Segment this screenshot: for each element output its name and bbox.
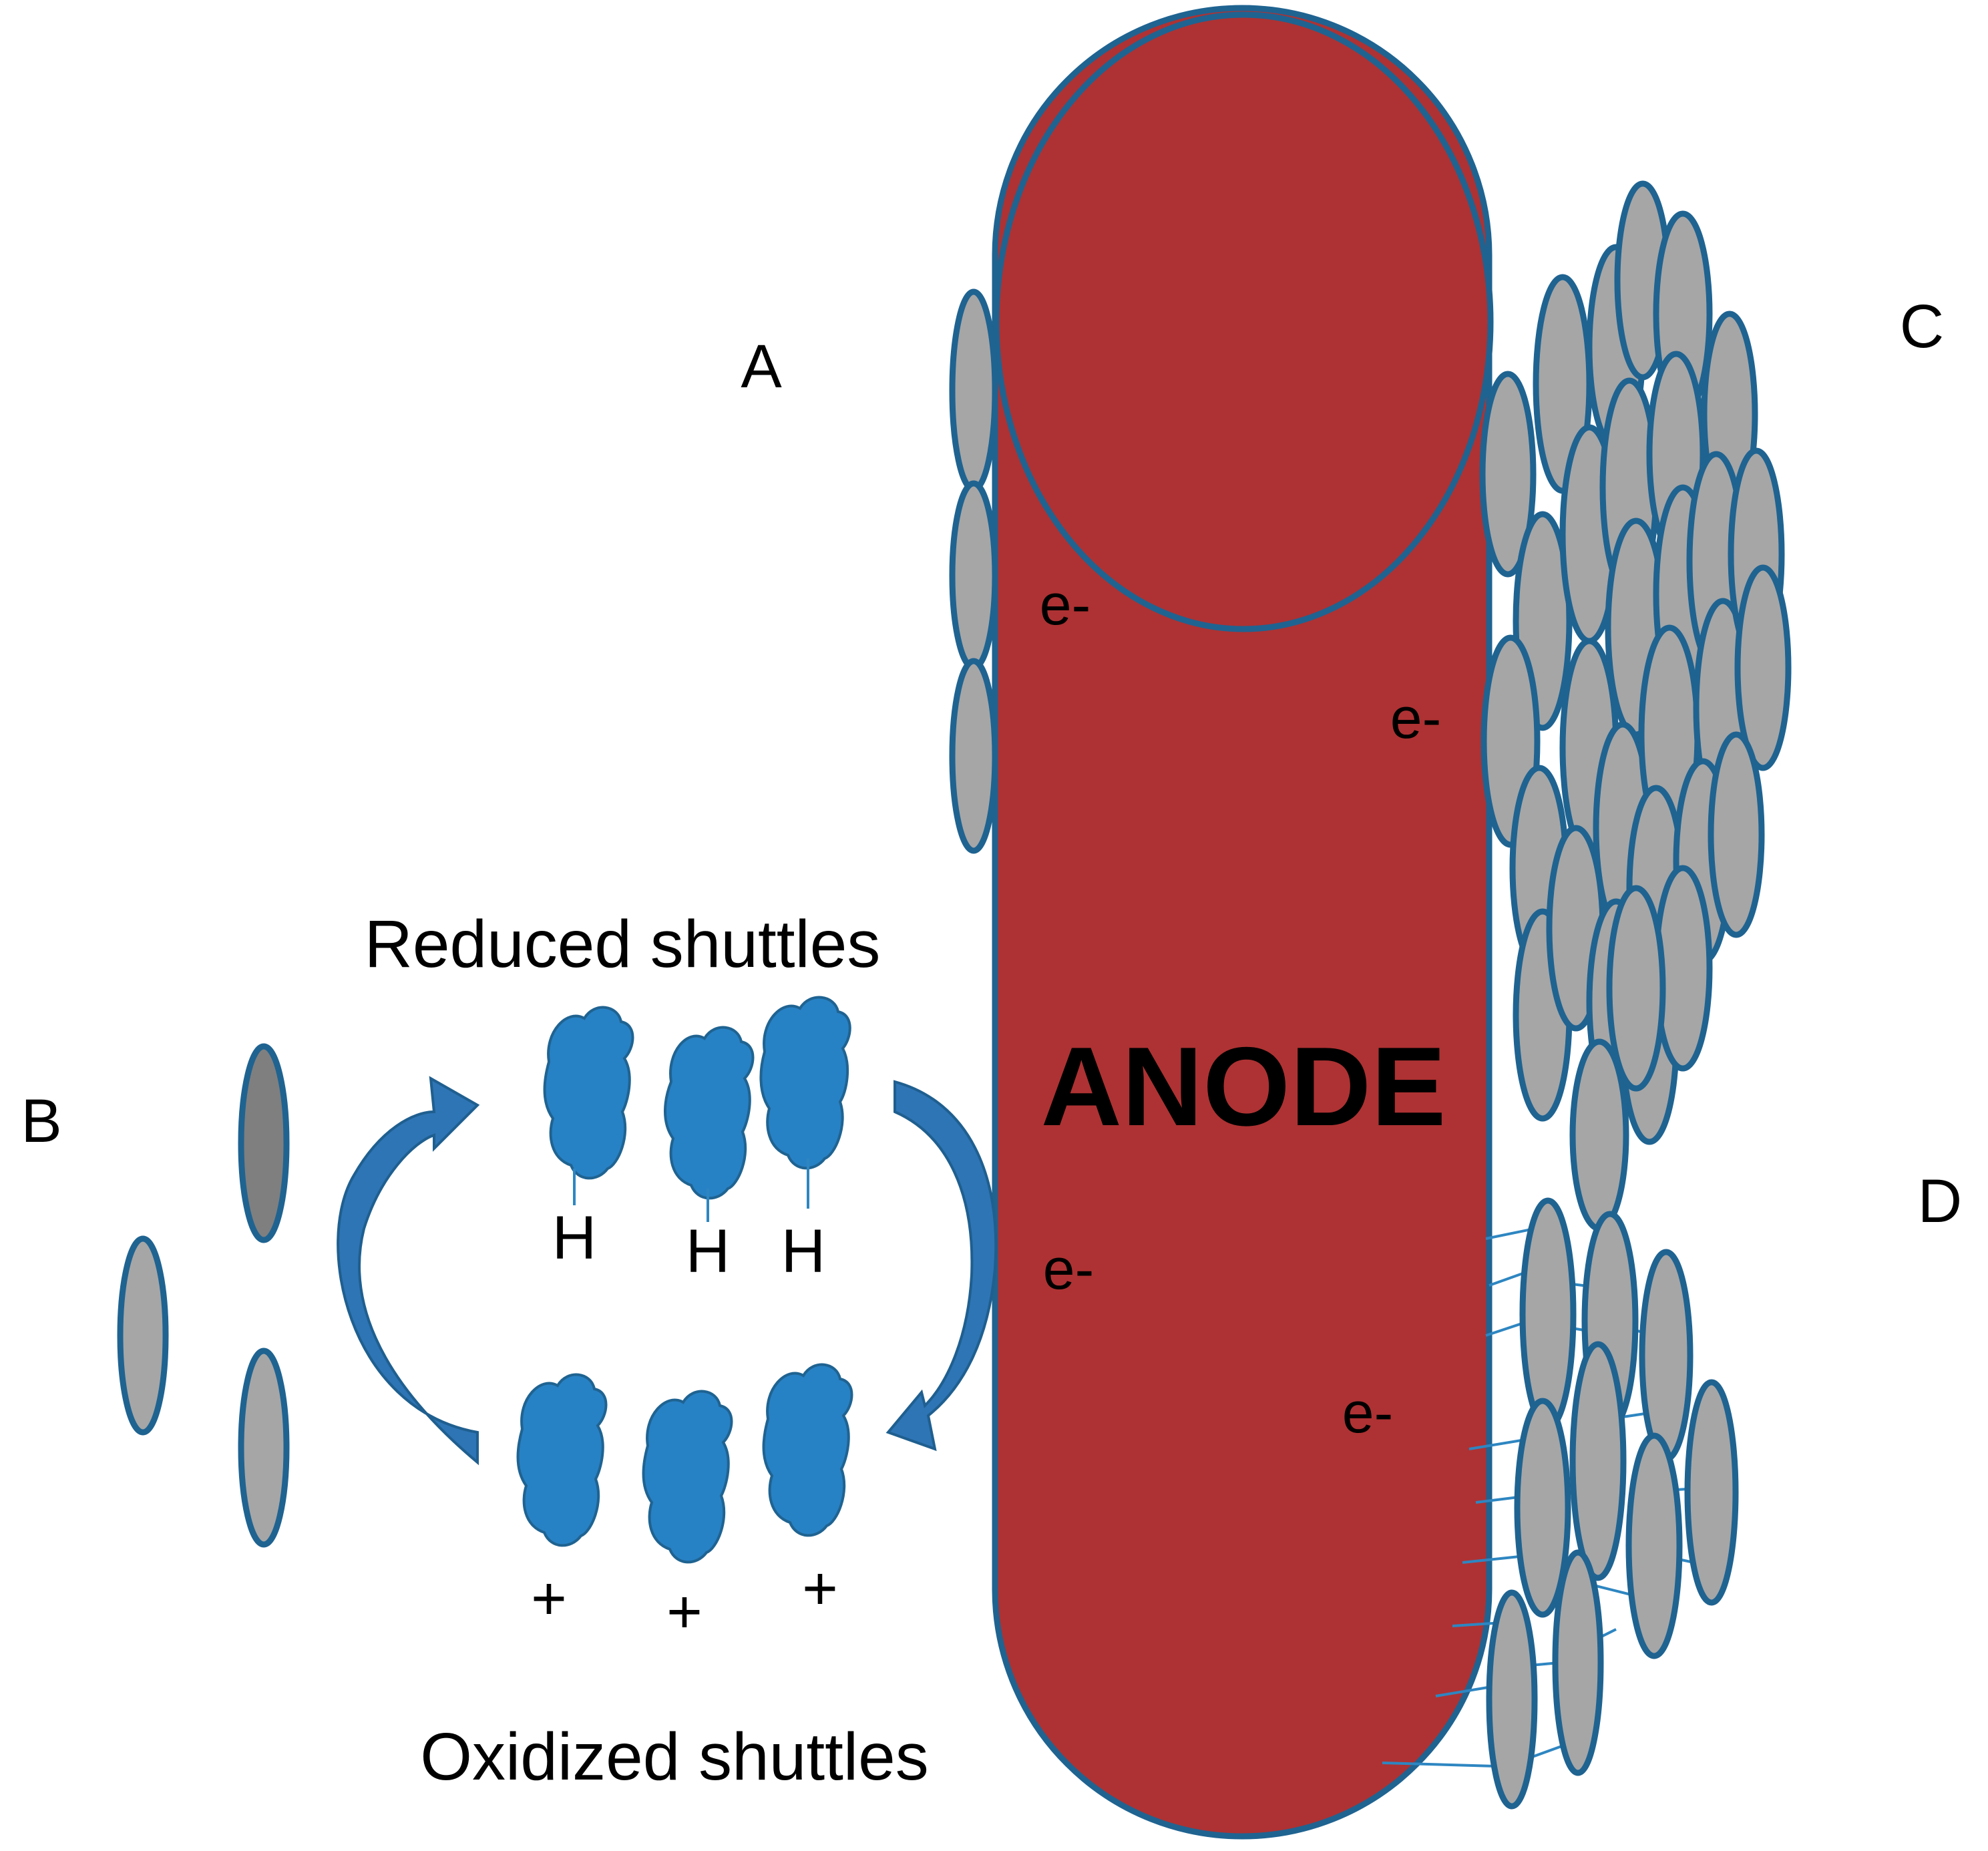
hydrogen-label: H — [686, 1217, 730, 1285]
shuttle-molecule-icon — [642, 1390, 733, 1564]
panel-label-c: C — [1900, 292, 1944, 361]
bacterium-cell — [1708, 731, 1765, 938]
electron-label: e- — [1342, 1381, 1393, 1445]
bacterium-cell — [1552, 1549, 1604, 1776]
bacterium-cell — [1486, 1589, 1538, 1810]
anode-label: ANODE — [1041, 1024, 1446, 1149]
hydrogen-label: H — [552, 1204, 596, 1272]
reduced-shuttles — [543, 996, 851, 1222]
oxidized-shuttles-caption: Oxidized shuttles — [420, 1719, 928, 1794]
bacterium-cell — [1734, 564, 1792, 771]
electron-label: e- — [1040, 573, 1090, 637]
plus-charge-label: + — [802, 1555, 838, 1623]
shuttle-molecule-icon — [516, 1373, 608, 1547]
anode-top-face — [993, 11, 1494, 632]
bacterium-cell — [1684, 1379, 1739, 1606]
electron-label: e- — [1390, 686, 1441, 751]
reduced-shuttles-caption: Reduced shuttles — [365, 907, 881, 982]
panel-label-d: D — [1918, 1167, 1962, 1235]
bacterium-cell — [1514, 1398, 1571, 1618]
bacterium-cell — [1479, 371, 1537, 578]
bacterium-cell — [1519, 1197, 1577, 1431]
bacterium-cell — [1569, 1341, 1627, 1581]
electron-label: e- — [1043, 1237, 1094, 1301]
panel-c-biofilm — [1479, 180, 1792, 1232]
plus-charge-label: + — [531, 1565, 567, 1633]
bacterium-cell — [1625, 1432, 1683, 1659]
shuttle-molecule-icon — [759, 996, 851, 1170]
shuttle-molecule-icon — [762, 1363, 853, 1537]
curved-arrow-down-icon — [885, 1080, 998, 1452]
bacterium-cell — [949, 288, 998, 493]
nanowire — [1435, 1685, 1497, 1697]
bacterium-cell — [1639, 1249, 1694, 1462]
bacterium-cell-dark — [238, 1043, 290, 1243]
panel-label-b: B — [21, 1087, 61, 1155]
nanowire — [1382, 1762, 1497, 1768]
oxidized-shuttles — [516, 1363, 853, 1564]
shuttle-cycle-arrows — [337, 1076, 998, 1466]
anode: ANODE — [992, 5, 1494, 1840]
panel-b-planktonic-cells — [117, 1043, 290, 1548]
bacterium-cell — [949, 658, 998, 854]
bacterium-cell — [238, 1348, 290, 1548]
nanowire — [1468, 1438, 1530, 1450]
curved-arrow-up-icon — [337, 1076, 480, 1466]
panel-label-a: A — [741, 333, 782, 401]
nanowire — [1485, 1227, 1535, 1240]
bacterium-cell — [117, 1235, 169, 1436]
panel-a-direct-contact — [949, 288, 998, 854]
bacterium-cell — [1606, 885, 1666, 1092]
shuttle-molecule-icon — [543, 1006, 634, 1180]
shuttle-molecule-icon — [664, 1026, 755, 1200]
plus-charge-label: + — [666, 1578, 703, 1646]
panel-d-nanowires — [1382, 1197, 1739, 1810]
nanowire — [1462, 1555, 1527, 1564]
bacterium-cell — [949, 480, 998, 671]
hydrogen-label: H — [781, 1217, 825, 1285]
